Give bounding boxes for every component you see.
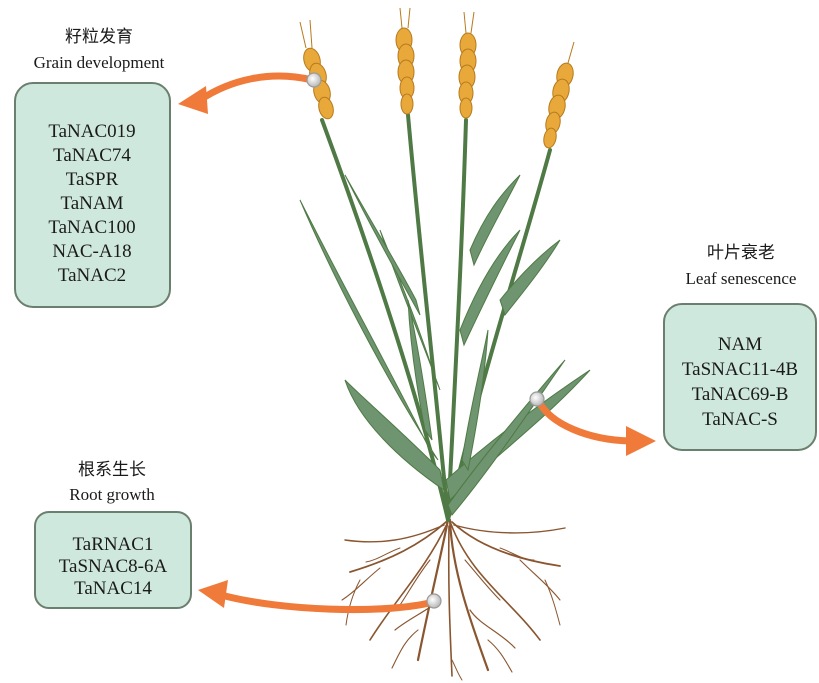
wheat-ear-4 <box>542 42 575 149</box>
grain-gene-item: TaNAC100 <box>48 217 135 238</box>
grain-gene-item: TaNAC2 <box>58 265 126 286</box>
root-panel: 根系生长 Root growth TaRNAC1TaSNAC8-6ATaNAC1… <box>35 460 191 608</box>
leaf-arrowhead <box>626 426 656 456</box>
leaf-gene-item: TaNAC-S <box>702 409 778 430</box>
grain-arrowhead <box>178 86 208 114</box>
grain-gene-item: TaNAC74 <box>53 145 131 166</box>
root-gene-item: TaNAC14 <box>74 578 152 599</box>
wheat-ear-3 <box>459 12 476 118</box>
leaf-gene-item: NAM <box>718 334 762 355</box>
root-title-en: Root growth <box>69 485 155 504</box>
wheat-ear-1 <box>300 20 336 120</box>
leaf-gene-item: TaNAC69-B <box>692 384 789 405</box>
marker-dots <box>307 73 544 608</box>
leaf-title-zh: 叶片衰老 <box>707 243 775 263</box>
grain-gene-item: TaNAM <box>60 193 123 214</box>
root-arrow <box>225 596 434 610</box>
root-arrowhead <box>198 580 228 608</box>
root-gene-item: TaRNAC1 <box>72 534 153 555</box>
grain-panel: 籽粒发育 Grain development TaNAC019TaNAC74Ta… <box>15 27 170 307</box>
leaf-panel: 叶片衰老 Leaf senescence NAM TaSNAC11-4B TaNAC… <box>664 243 816 450</box>
leaf-title-en: Leaf senescence <box>686 269 797 288</box>
grain-marker-dot <box>307 73 321 87</box>
roots <box>342 520 565 680</box>
root-marker-dot <box>427 594 441 608</box>
grain-title-zh: 籽粒发育 <box>65 27 133 47</box>
grain-gene-item: TaSPR <box>66 169 119 190</box>
root-title-zh: 根系生长 <box>78 460 146 480</box>
leaves <box>300 175 590 515</box>
leaf-gene-item: TaSNAC11-4B <box>682 359 798 380</box>
grain-title-en: Grain development <box>34 53 165 72</box>
grain-gene-item: TaNAC019 <box>48 121 135 142</box>
wheat-ears <box>300 8 575 149</box>
grain-gene-item: NAC-A18 <box>52 241 131 262</box>
wheat-ear-2 <box>396 8 414 114</box>
root-gene-item: TaSNAC8-6A <box>59 556 168 577</box>
grain-arrow <box>200 76 312 100</box>
leaf-marker-dot <box>530 392 544 406</box>
